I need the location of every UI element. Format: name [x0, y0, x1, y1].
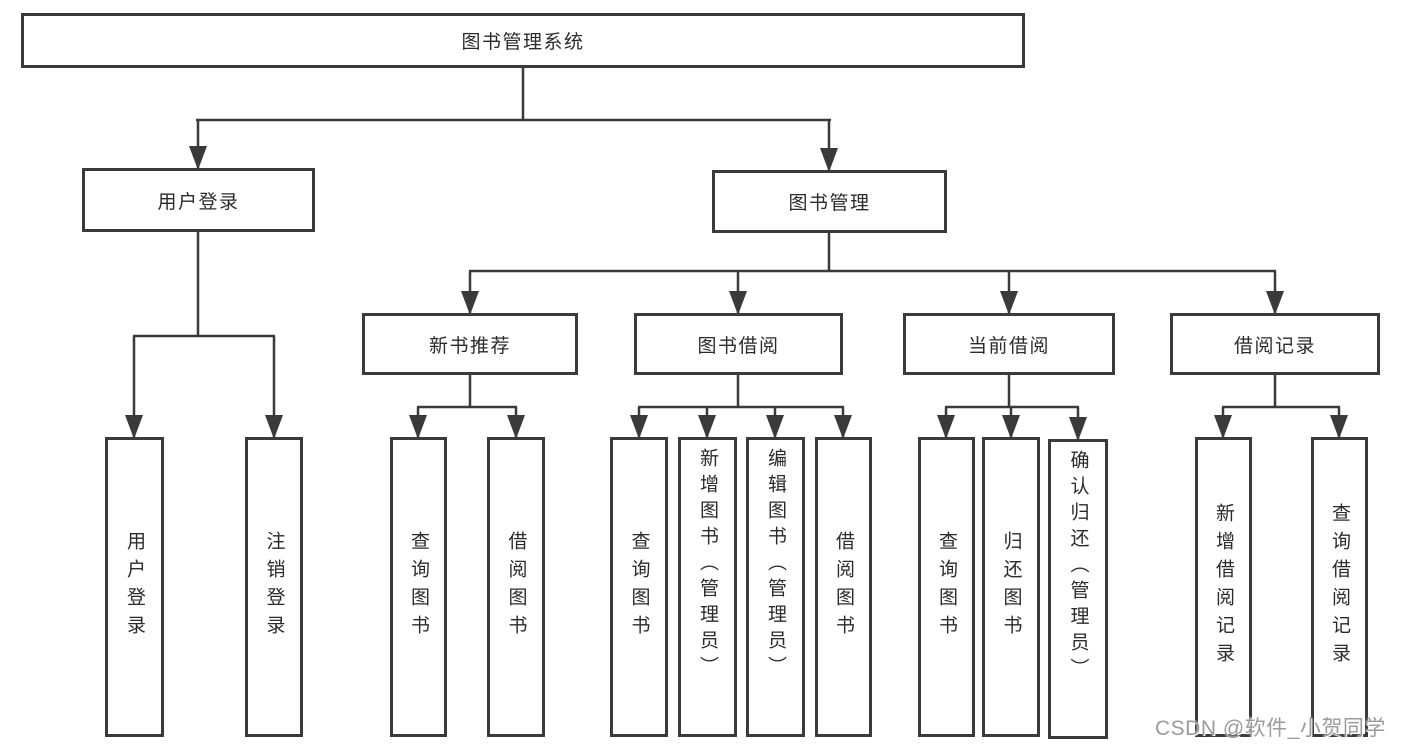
leaf-query-borrow-record: 查询借阅记录: [1311, 437, 1368, 737]
node-new-book-recommend: 新书推荐: [362, 313, 578, 375]
connector-book-borrow-to-leaves: [630, 375, 852, 439]
leaf-logout: 注销登录: [245, 437, 303, 737]
node-current-borrow: 当前借阅: [903, 313, 1115, 375]
leaf-query-borrow-record-label: 查询借阅记录: [1329, 503, 1350, 671]
watermark: CSDN @软件_小贺同学: [1155, 717, 1386, 740]
leaf-query-book-recommend-label: 查询图书: [408, 531, 429, 643]
leaf-add-book-admin: 新增图书（管理员）: [678, 437, 737, 737]
node-user-login-label: 用户登录: [157, 191, 240, 213]
leaf-query-book-current: 查询图书: [918, 437, 975, 737]
leaf-add-borrow-record: 新增借阅记录: [1195, 437, 1252, 737]
leaf-add-borrow-record-label: 新增借阅记录: [1213, 503, 1234, 671]
node-new-book-recommend-label: 新书推荐: [428, 335, 511, 357]
node-user-login: 用户登录: [82, 168, 315, 232]
connector-new-book-to-leaves: [409, 375, 525, 439]
leaf-borrow-book-recommend: 借阅图书: [487, 437, 545, 737]
leaf-logout-label: 注销登录: [263, 531, 285, 643]
connector-root-to-level2: [189, 68, 838, 172]
leaf-edit-book-admin: 编辑图书（管理员）: [746, 437, 805, 737]
leaf-confirm-return-admin: 确认归还（管理员）: [1048, 439, 1108, 739]
leaf-borrow-book-recommend-label: 借阅图书: [505, 531, 527, 643]
node-book-mgmt: 图书管理: [712, 170, 947, 233]
node-root-label: 图书管理系统: [461, 32, 585, 53]
leaf-borrow-book-label: 借阅图书: [833, 531, 854, 643]
leaf-query-book-borrow: 查询图书: [610, 437, 668, 737]
connector-user-login-to-leaves: [125, 232, 283, 439]
leaf-query-book-borrow-label: 查询图书: [628, 531, 650, 643]
node-current-borrow-label: 当前借阅: [967, 335, 1050, 357]
leaf-add-book-admin-label: 新增图书（管理员）: [697, 448, 718, 682]
connector-current-borrow-to-leaves: [937, 375, 1087, 441]
leaf-borrow-book: 借阅图书: [815, 437, 872, 737]
leaf-confirm-return-admin-label: 确认归还（管理员）: [1067, 450, 1089, 684]
leaf-user-login: 用户登录: [105, 437, 164, 737]
node-borrow-records: 借阅记录: [1170, 313, 1380, 375]
leaf-return-book-label: 归还图书: [1000, 531, 1022, 643]
node-book-mgmt-label: 图书管理: [788, 193, 871, 214]
leaf-edit-book-admin-label: 编辑图书（管理员）: [765, 448, 786, 682]
node-root: 图书管理系统: [21, 13, 1025, 68]
leaf-query-book-recommend: 查询图书: [390, 437, 447, 737]
node-book-borrow-label: 图书借阅: [697, 335, 780, 357]
leaf-user-login-label: 用户登录: [124, 531, 145, 643]
node-borrow-records-label: 借阅记录: [1233, 335, 1316, 357]
node-book-borrow: 图书借阅: [634, 313, 843, 375]
connector-book-mgmt-to-level3: [461, 233, 1284, 315]
connector-borrow-records-to-leaves: [1214, 375, 1348, 439]
leaf-query-book-current-label: 查询图书: [936, 531, 957, 643]
leaf-return-book: 归还图书: [982, 437, 1040, 737]
